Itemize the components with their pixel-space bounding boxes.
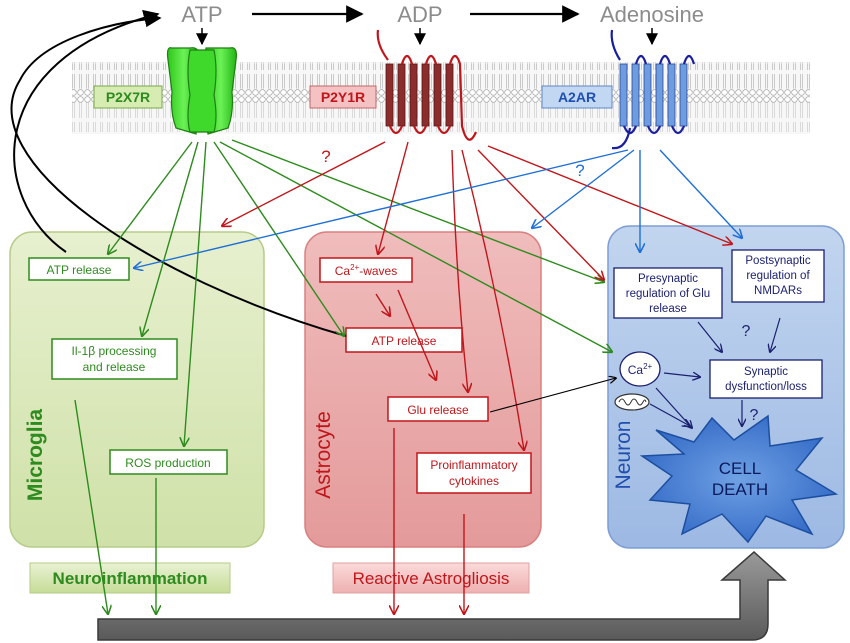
astrocyte-label: Astrocyte [312,411,335,499]
il1b-box [51,338,178,380]
astrocyte-atp-release-box [345,327,463,353]
astrogliosis-label: Reactive Astrogliosis [353,569,510,588]
presynaptic-label-line3: release [649,303,687,315]
cytokines-label-line1: Proinflammatory [430,458,517,472]
postsynaptic-question-mark: ? [742,323,751,340]
postsynaptic-label-line2: regulation of [746,270,810,282]
adenosine-label: Adenosine [600,2,704,27]
postsynaptic-label-line3: NMDARs [754,285,802,297]
presynaptic-box [613,267,723,319]
microglia-atp-release-box [28,257,130,281]
atp-label: ATP [181,2,222,27]
p2y1r-label: P2Y1R [321,89,365,105]
neuron-calcium-label: Ca2+ [628,362,653,377]
a2ar-question-mark: ? [575,161,584,180]
neuron-arrows [649,317,781,428]
neuroinflammation-band [29,562,231,594]
adp-label: ADP [397,2,442,27]
presynaptic-label-line1: Presynaptic [638,273,698,285]
p2x7r-label-box [93,85,163,109]
glu-release-box [387,396,489,422]
p2x7r-receptor [166,47,237,135]
cell-death-line1: CELL [719,459,762,478]
p2x7r-arrows [74,139,612,614]
postsynaptic-label-line1: Postsynaptic [745,255,810,267]
microglia-atp-feedback-arrow [13,9,160,253]
ros-label: ROS production [125,456,210,470]
astrocyte-atp-release-label: ATP release [372,334,437,348]
synaptic-dysfunction-line1: Synaptic [744,366,788,378]
synaptic-question-mark: ? [750,407,759,424]
a2ar-arrows [134,149,742,268]
microglia-atp-release-label: ATP release [47,263,112,277]
ca-waves-label: Ca2+-waves [335,263,397,278]
p2y1r-label-box [309,85,377,109]
il1b-label-line2: and release [83,360,146,374]
synaptic-dysfunction-box [709,359,823,399]
a2ar-label: A2AR [558,89,596,105]
presynaptic-label-line2: regulation of Glu [626,288,710,300]
p2y1r-receptor [376,29,478,141]
microglia-label: Microglia [24,409,47,502]
neuron-label: Neuron [612,421,635,490]
cell-death-line2: DEATH [712,480,768,499]
p2y1r-question-mark: ? [321,147,330,166]
cell-death-starburst [639,414,839,544]
postsynaptic-box [731,249,825,303]
synaptic-dysfunction-line2: dysfunction/loss [725,381,807,393]
glu-to-neuron-arrow [489,378,616,413]
ca-waves-box [319,257,413,283]
a2ar-receptor [610,29,696,150]
neuroinflammation-label: Neuroinflammation [53,569,208,588]
astrocyte-atp-feedback-arrow [10,11,347,337]
glu-release-label: Glu release [407,403,469,417]
p2y1r-arrows [222,141,732,614]
p2x7r-label: P2X7R [106,89,150,105]
cytokines-label-line2: cytokines [449,474,499,488]
a2ar-label-box [541,85,613,109]
cytokines-box [416,452,532,494]
progression-arrow [97,550,787,641]
mitochondrion-icon [614,393,650,411]
ros-box [109,449,228,475]
astrogliosis-band [332,562,530,594]
neuron-calcium-circle [619,351,661,387]
il1b-label-line1: Il-1β processing [72,344,157,358]
